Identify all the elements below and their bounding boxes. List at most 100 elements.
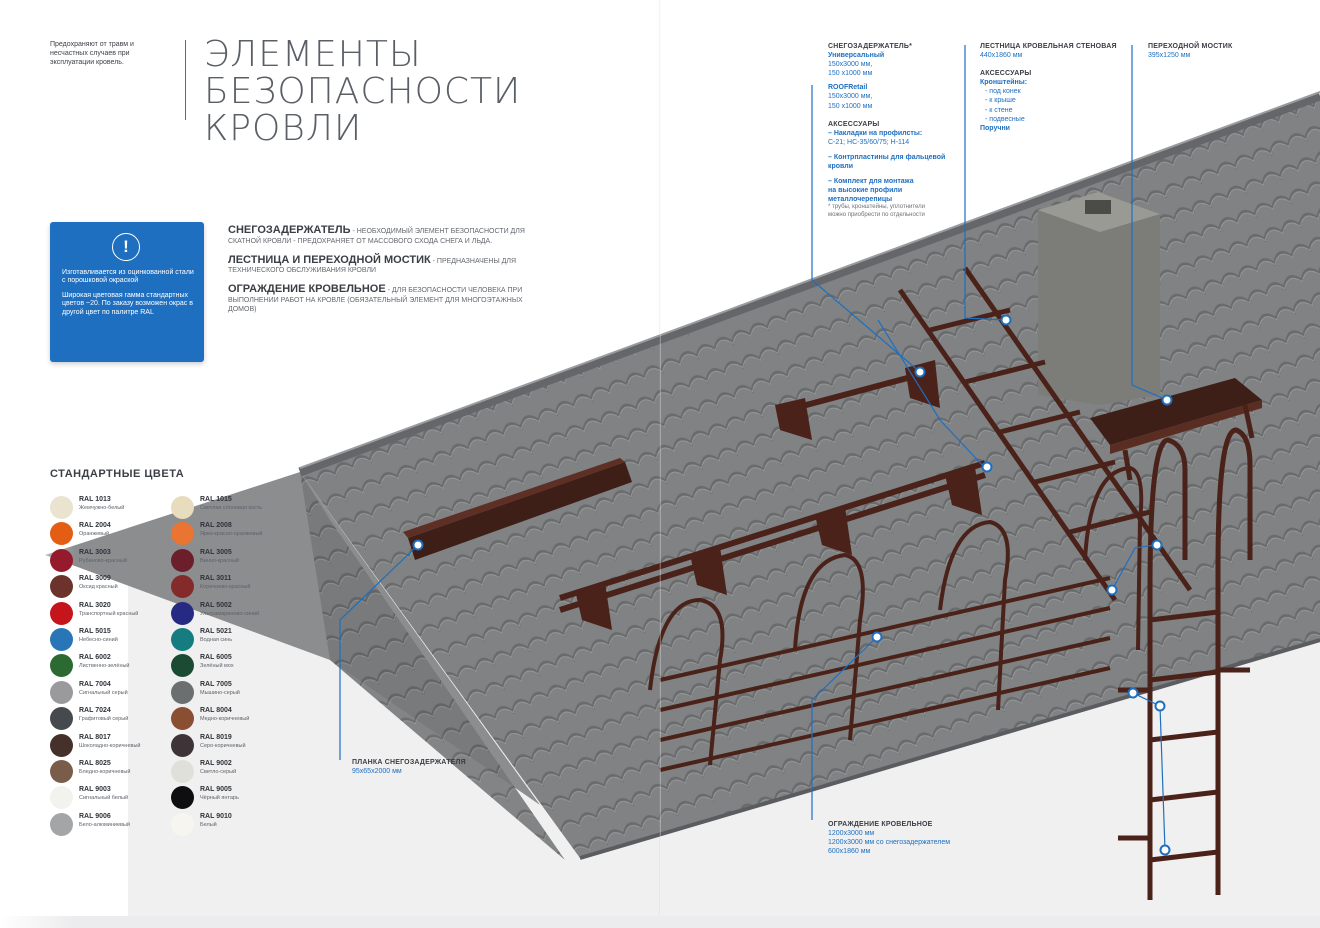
color-name: Оксид красный [79,584,118,591]
color-swatch-dot [50,707,73,731]
color-code: RAL 9006 [79,812,111,820]
color-swatch-dot [50,575,73,599]
color-swatch-dot [171,654,194,678]
callout-ladder: ЛЕСТНИЦА КРОВЕЛЬНАЯ СТЕНОВАЯ 440х1860 мм… [980,42,1117,133]
exclamation-circle-icon: ! [112,233,140,261]
color-code: RAL 8004 [200,707,232,715]
callout-bracket-item: - к крыше [985,97,1016,105]
callout-accessories-heading: АКСЕССУАРЫ [828,120,880,128]
color-name: Бело-алюминиевый [79,821,130,828]
color-swatch-dot [171,786,194,810]
callout-size: 95х65х2000 мм [352,768,402,776]
color-code: RAL 7004 [79,680,111,688]
color-code: RAL 7005 [200,680,232,688]
callout-size: 440х1860 мм [980,52,1023,60]
color-name: Сигнальный серый [79,689,128,696]
color-code: RAL 8025 [79,759,111,767]
callout-subheading: ROOFRetail [828,84,868,92]
title-line-2: БЕЗОПАСНОСТИ [204,71,522,113]
color-swatch-dot [171,812,194,836]
callout-dot-railing [871,631,883,643]
color-name: Сигнальный белый [79,795,129,802]
page-shadow [0,916,1320,928]
callout-bracket-item: - к стене [985,106,1013,114]
color-code: RAL 9003 [79,786,111,794]
callout-note: можно приобрести по отдельности [828,212,925,219]
callout-heading: ПЕРЕХОДНОЙ МОСТИК [1148,43,1233,50]
color-swatch-dot [50,548,73,572]
callout-dot-snow-guard-2 [981,461,993,473]
callout-size: 395х1250 мм [1148,52,1191,60]
walkway-bridge [1090,378,1262,481]
callout-dot-ladder-bracket [1151,539,1163,551]
callout-railing: ОГРАЖДЕНИЕ КРОВЕЛЬНОЕ 1200х3000 мм 1200х… [828,820,950,856]
info-box: ! Изготавливается из оцинкованной стали … [50,222,204,362]
info-text-material: Изготавливается из оцинкованной стали с … [62,269,194,285]
color-code: RAL 5015 [79,627,111,635]
color-code: RAL 9002 [200,759,232,767]
title-line-3: КРОВЛИ [204,108,363,150]
color-code: RAL 3011 [200,575,232,583]
wall-ladder [1118,427,1253,900]
definition-term: СНЕГОЗАДЕРЖАТЕЛЬ [228,224,351,236]
color-name: Мышино-серый [200,689,240,696]
info-text-colors: Широкая цветовая гамма стандартных цвето… [62,291,193,316]
color-name: Ультрамариново-синий [200,610,260,617]
color-name: Оранжевый [79,531,110,538]
callout-line-bridge [1131,45,1168,401]
info-text: Изготавливается из оцинкованной стали с … [62,269,197,323]
callout-size: 150х3000 мм, [828,61,873,69]
title-rule [185,40,186,120]
color-code: RAL 8019 [200,733,232,741]
color-code: RAL 6002 [79,654,111,662]
color-code: RAL 3020 [79,601,111,609]
color-code: RAL 7024 [79,707,111,715]
callout-bracket-item: - под конек [985,88,1021,96]
color-swatch-dot [171,496,194,519]
color-swatch-dot [50,496,73,519]
callout-dot-wall-bracket-3 [1159,844,1171,856]
roof-ridge-highlight [299,91,1320,469]
color-swatch-dot [171,733,194,757]
callout-accessory: – Комплект для монтажа [828,178,914,186]
definition-ladder: ЛЕСТНИЦА И ПЕРЕХОДНОЙ МОСТИК - ПРЕДНАЗНА… [228,254,548,277]
callout-heading: ЛЕСТНИЦА КРОВЕЛЬНАЯ СТЕНОВАЯ [980,43,1117,50]
callout-accessory: – Накладки на профилсты: [828,129,923,137]
definition-term: ЛЕСТНИЦА И ПЕРЕХОДНОЙ МОСТИК [228,253,431,266]
chimney [1038,192,1160,405]
callout-accessory: С-21; НС-35/60/75; Н-114 [828,138,910,146]
callout-heading: ОГРАЖДЕНИЕ КРОВЕЛЬНОЕ [828,821,933,828]
colors-title: СТАНДАРТНЫЕ ЦВЕТА [50,468,185,480]
color-code: RAL 3003 [79,548,111,556]
callout-size: 150 х1000 мм [828,70,873,78]
callout-accessory: металлочерепицы [828,196,893,204]
color-code: RAL 3005 [200,548,232,556]
definition-railing: ОГРАЖДЕНИЕ КРОВЕЛЬНОЕ - ДЛЯ БЕЗОПАСНОСТИ… [228,283,548,314]
color-swatch-dot [171,601,194,625]
color-swatch-dot [50,759,73,783]
color-code: RAL 2004 [79,522,111,530]
color-swatch-dot [171,680,194,704]
color-name: Светлая слоновая кость [200,505,263,511]
color-name: Винно-красный [200,557,240,564]
color-swatch-dot [50,654,73,678]
callout-heading: ПЛАНКА СНЕГОЗАДЕРЖАТЕЛЯ [352,759,466,766]
callout-dot-wall-bracket-1 [1127,687,1139,699]
